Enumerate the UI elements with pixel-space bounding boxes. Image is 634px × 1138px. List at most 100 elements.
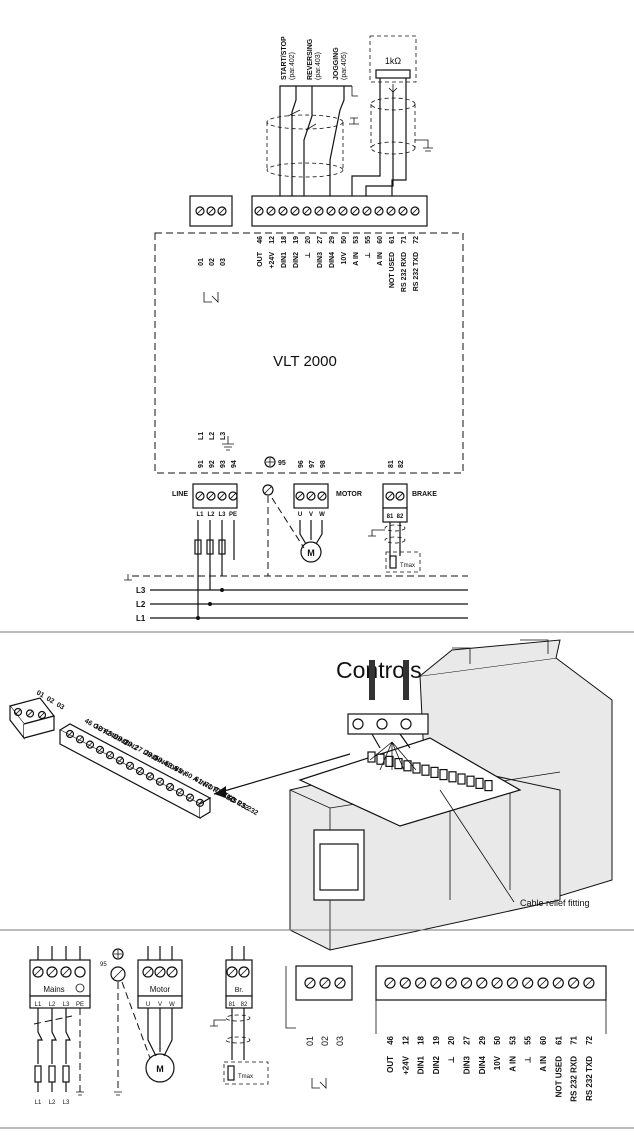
screw-slot [411, 207, 419, 215]
motor-terminal-number: 96 [298, 460, 305, 468]
terminal-screw-icon [306, 491, 316, 501]
tmax-label: Tmax [238, 1074, 253, 1080]
screw-slot [416, 979, 425, 987]
screw-slot [386, 979, 394, 987]
bus-line-label: L2 [136, 600, 146, 609]
motor-pin-label: W [319, 512, 325, 518]
control-terminal-label: OUT [257, 251, 264, 267]
fuse-icon [48, 1065, 56, 1083]
terminal-screw-icon [195, 798, 205, 808]
motor-pin-label: U [146, 1002, 150, 1008]
control-terminal-number: 12 [269, 236, 276, 244]
screw-slot [327, 207, 335, 215]
terminal-screw-icon [537, 977, 549, 989]
terminal-screw-icon [142, 966, 154, 978]
terminal-screw-icon [374, 206, 384, 216]
vlt-title: VLT 2000 [273, 353, 337, 370]
terminal-screw-icon [165, 782, 175, 792]
screw-slot [478, 979, 486, 987]
screw-slot [34, 968, 42, 976]
terminal-screw-icon [154, 966, 166, 978]
terminal-screw-icon [506, 977, 519, 989]
brake-resistor-icon [227, 1065, 235, 1081]
terminal-screw-icon [95, 745, 105, 755]
terminal-screw-icon [491, 977, 503, 989]
screw-slot [508, 979, 517, 987]
screw-slot [177, 789, 183, 796]
control-terminal-number: 12 [401, 1035, 410, 1044]
terminal-screw-icon [65, 729, 75, 739]
terminal-screw-icon [46, 966, 58, 978]
terminal-screw-icon [266, 206, 276, 216]
bus-line-label: L1 [136, 614, 146, 623]
screw-slot [336, 979, 344, 987]
brake-resistor-icon [389, 555, 397, 569]
terminal-screw-icon [460, 977, 473, 989]
control-terminal-label: ⊥ [305, 252, 312, 258]
bottom-ground-95: 95 [100, 948, 126, 1096]
screw-slot [396, 492, 404, 500]
terminal-screw-icon [175, 788, 185, 797]
control-terminal-label: OUT [386, 1056, 395, 1073]
screw-slot [137, 768, 143, 774]
relay-contact-symbol [311, 1078, 327, 1089]
terminal-screw-icon [217, 491, 227, 501]
terminal-screw-icon [125, 761, 135, 770]
screw-slot [157, 778, 163, 785]
control-terminal-label: A IN [353, 252, 360, 266]
screw-slot [218, 492, 226, 500]
switch-parameter: (par.403) [315, 52, 322, 80]
mains-line-label: L2 [49, 1100, 56, 1106]
line-pin-label: L1 [196, 512, 204, 518]
mains-label: Mains [43, 985, 64, 994]
drive-terminal-slot [448, 771, 457, 783]
control-terminal-number: 60 [377, 236, 384, 244]
ground-icon [415, 139, 433, 152]
terminal-screw-icon [430, 977, 442, 989]
screw-slot [229, 492, 237, 500]
screw-slot [585, 979, 593, 987]
terminal-screw-icon [395, 491, 405, 501]
motor-pin-label: W [169, 1002, 175, 1008]
line-phase-name: L3 [220, 432, 227, 440]
control-terminal-number: 72 [413, 236, 420, 244]
control-terminal-label: RS 232 TXD [585, 1056, 594, 1101]
control-terminal-label: ⊥ [365, 252, 372, 258]
terminal-screw-icon [135, 766, 145, 776]
control-terminal-number: 19 [432, 1035, 441, 1044]
screw-slot [523, 979, 532, 987]
screw-slot [321, 979, 329, 987]
terminal-screw-icon [226, 966, 238, 978]
terminal-screw-icon [145, 772, 155, 781]
screw-slot [493, 979, 501, 987]
line-terminal-number: 92 [209, 460, 216, 468]
control-terminal-label: DIN1 [417, 1055, 426, 1074]
control-terminal-number: 46 [386, 1035, 395, 1044]
terminal-screw-icon [385, 491, 395, 501]
screw-slot [77, 736, 83, 743]
control-terminal-label: +24V [401, 1055, 410, 1075]
terminal-screw-icon [362, 206, 372, 216]
control-terminal-number: 53 [508, 1035, 517, 1044]
vlt-enclosure [154, 232, 464, 474]
switch-name: START/STOP [281, 36, 288, 80]
brake-pin-label: 81 [229, 1002, 236, 1008]
control-terminal-number: 19 [293, 236, 300, 244]
control-terminal-number: 61 [389, 236, 396, 244]
earth-bus-icon [124, 574, 132, 581]
relay-terminal-number: 01 [305, 1036, 315, 1046]
control-terminal-label: DIN2 [293, 252, 300, 268]
control-terminal-number: 29 [329, 236, 336, 244]
control-terminal-label: DIN4 [478, 1055, 487, 1074]
relay-terminal-number: 02 [320, 1036, 330, 1046]
screw-slot [127, 763, 133, 769]
control-terminal-number: 71 [401, 236, 408, 244]
screw-slot [306, 979, 314, 987]
